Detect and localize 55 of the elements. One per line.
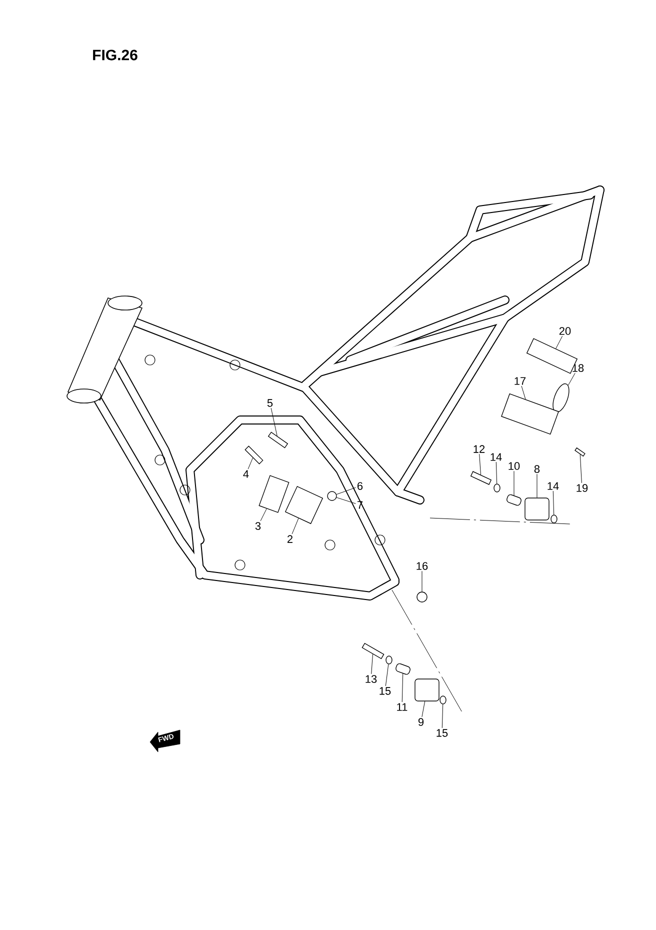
callout-number: 4 xyxy=(243,470,249,478)
leader-line xyxy=(521,386,526,400)
bush xyxy=(396,663,410,675)
callout-number: 10 xyxy=(508,462,520,470)
callout-number: 3 xyxy=(255,522,261,530)
figure-number: FIG.26 xyxy=(93,50,138,60)
washer xyxy=(552,383,570,413)
leader-line xyxy=(479,454,482,475)
callout-number: 9 xyxy=(418,718,424,726)
leader-line xyxy=(260,508,267,522)
bolt xyxy=(362,642,384,660)
callout-number: 20 xyxy=(559,327,571,335)
leader-line xyxy=(536,474,538,498)
bracket-plate xyxy=(258,475,290,513)
callout-number: 15 xyxy=(380,687,391,695)
callout-number: 2 xyxy=(287,535,292,543)
washer xyxy=(440,696,446,704)
leader-line xyxy=(552,490,554,515)
leader-line xyxy=(568,372,576,386)
leader-line xyxy=(371,654,374,674)
callout-number: 17 xyxy=(514,377,526,385)
washer xyxy=(550,514,558,524)
leader-line xyxy=(402,673,404,702)
callout-number: 14 xyxy=(548,482,559,490)
callout-number: 5 xyxy=(267,399,273,407)
washer xyxy=(327,491,337,501)
leader-line xyxy=(496,462,498,484)
bush xyxy=(524,498,550,520)
callout-number: 19 xyxy=(576,484,588,492)
washer xyxy=(494,484,500,492)
callout-number: 16 xyxy=(416,562,428,570)
callout-number: 13 xyxy=(366,675,377,683)
leader-line xyxy=(556,336,563,349)
callout-number: 6 xyxy=(358,482,363,490)
washer xyxy=(416,592,428,602)
leader-line xyxy=(292,518,299,534)
leader-line xyxy=(580,454,582,484)
washer xyxy=(386,656,392,664)
leader-line xyxy=(442,704,444,728)
callout-number: 11 xyxy=(397,703,408,711)
bush xyxy=(506,494,522,506)
bracket-plate xyxy=(501,393,559,435)
leader-line xyxy=(385,664,389,686)
leader-line xyxy=(336,487,356,495)
callout-number: 12 xyxy=(474,445,485,453)
callout-number: 15 xyxy=(436,729,448,737)
leader-line xyxy=(422,701,426,718)
leader-line xyxy=(248,458,254,470)
callout-number: 18 xyxy=(572,364,584,372)
callout-number: 14 xyxy=(490,453,502,461)
leader-line xyxy=(336,497,356,504)
bolt xyxy=(244,446,264,464)
leader-line xyxy=(270,408,278,436)
bush xyxy=(414,678,440,702)
callout-number: 8 xyxy=(534,465,540,473)
